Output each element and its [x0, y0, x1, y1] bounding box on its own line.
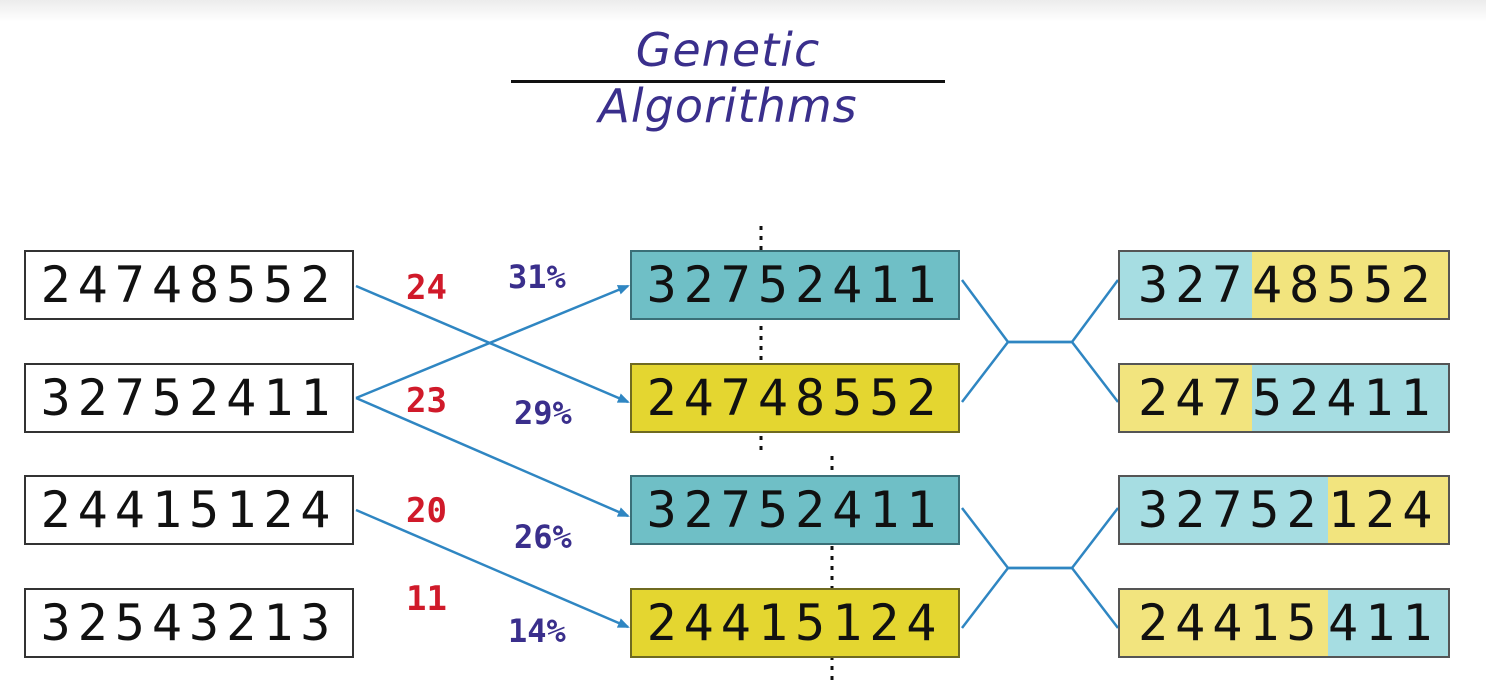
- arrow-pop2-to-sel1: [355, 284, 630, 400]
- fitness-score-2: 23: [406, 381, 447, 421]
- fitness-score-4: 11: [406, 579, 447, 619]
- offspring-chromosome-2: 247 52411: [1118, 363, 1450, 433]
- offspring-chromosome-1: 327 48552: [1118, 250, 1450, 320]
- offspring-4-tail: 411: [1328, 590, 1448, 656]
- selected-chromosome-2: 24748552: [630, 363, 960, 433]
- population-chromosome-4: 32543213: [24, 588, 354, 658]
- offspring-2-tail: 52411: [1252, 365, 1448, 431]
- population-chromosome-1: 24748552: [24, 250, 354, 320]
- offspring-1-head: 327: [1120, 252, 1252, 318]
- selected-chromosome-3: 32752411: [630, 475, 960, 545]
- fitness-score-1: 24: [406, 268, 447, 308]
- crossover-connector-2: [961, 507, 1119, 570]
- offspring-2-head: 247: [1120, 365, 1252, 431]
- offspring-3-tail: 124: [1328, 477, 1448, 543]
- offspring-4-head: 24415: [1120, 590, 1328, 656]
- top-bar: [0, 0, 1486, 22]
- fitness-score-3: 20: [406, 491, 447, 531]
- offspring-3-head: 32752: [1120, 477, 1328, 543]
- offspring-chromosome-3: 32752 124: [1118, 475, 1450, 545]
- page-title: Genetic Algorithms: [598, 23, 858, 133]
- population-chromosome-3: 24415124: [24, 475, 354, 545]
- selected-chromosome-4: 24415124: [630, 588, 960, 658]
- selection-percent-4: 14%: [508, 612, 566, 650]
- selection-percent-2: 29%: [514, 394, 572, 432]
- selected-chromosome-1: 32752411: [630, 250, 960, 320]
- offspring-chromosome-4: 24415 411: [1118, 588, 1450, 658]
- arrow-pop2-to-sel3: [355, 396, 630, 518]
- arrow-pop1-to-sel2: [355, 284, 630, 404]
- crossover-connector-1b: [961, 340, 1119, 403]
- selection-percent-1: 31%: [508, 258, 566, 296]
- crossover-connector-2b: [961, 566, 1119, 629]
- title-underline: [511, 80, 945, 83]
- offspring-1-tail: 48552: [1252, 252, 1448, 318]
- selection-percent-3: 26%: [514, 518, 572, 556]
- arrow-pop3-to-sel4: [355, 508, 630, 629]
- crossover-connector-1: [960, 279, 1120, 344]
- population-chromosome-2: 32752411: [24, 363, 354, 433]
